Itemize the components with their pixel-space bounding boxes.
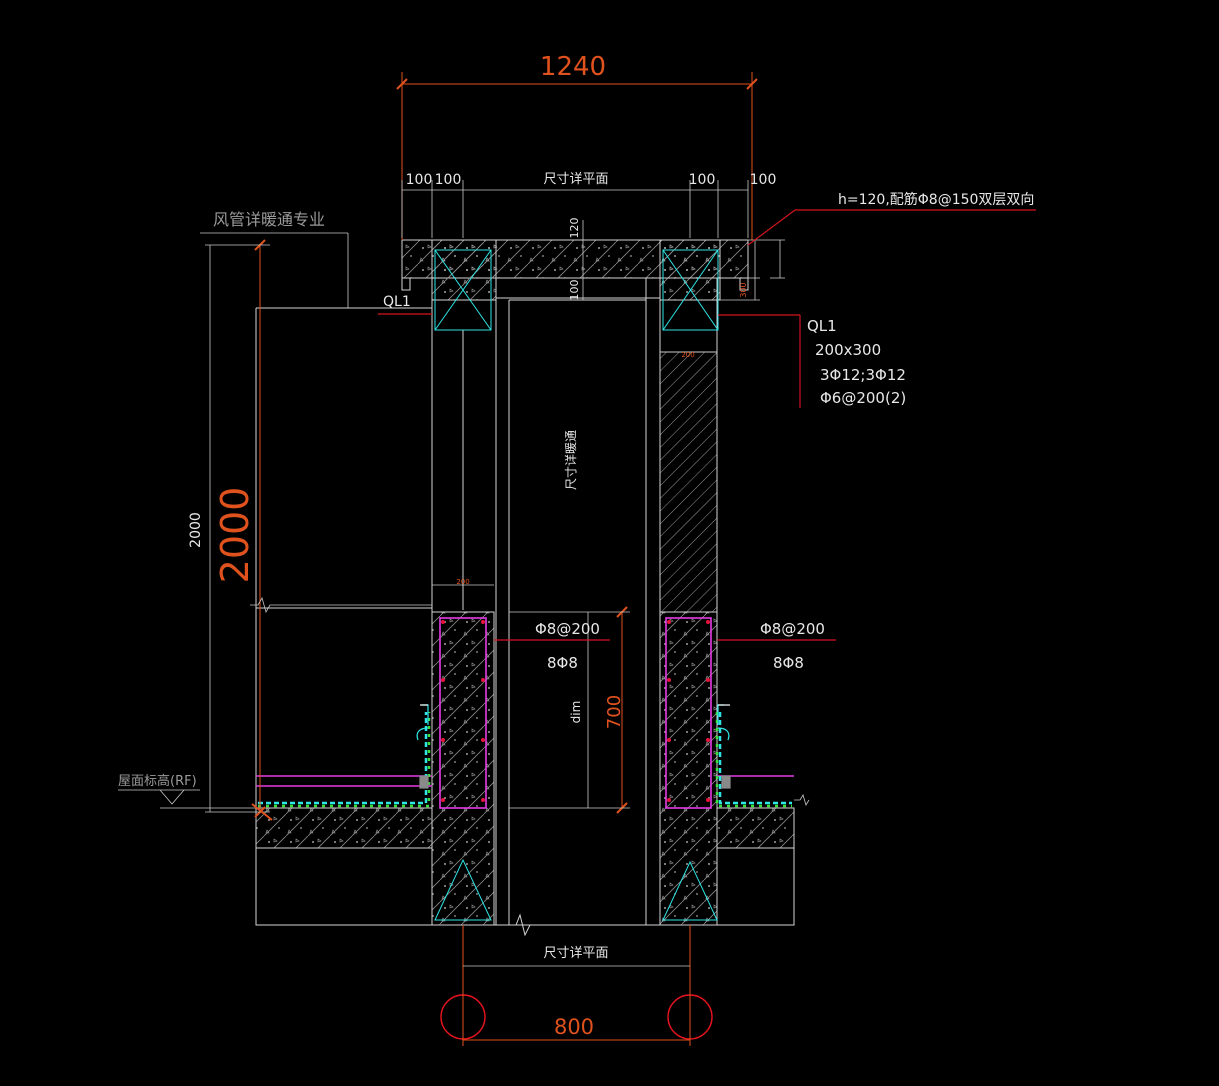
- ql1-left-label: QL1: [383, 294, 411, 310]
- dim-beam-depth: 100: [568, 280, 581, 301]
- dim-left-small: 2000: [188, 512, 204, 548]
- beam-cross-symbols: [434, 249, 719, 921]
- structure-outlines: [255, 239, 795, 937]
- thin-dimension-lines: [118, 180, 810, 967]
- beam-rebar: 3Φ12;3Φ12: [820, 366, 906, 384]
- waterproofing: [258, 712, 792, 808]
- duct-note-leader: [200, 232, 349, 308]
- roof-slab-left: [255, 807, 433, 849]
- flashing-details: [416, 704, 731, 789]
- rebar-dots: [441, 620, 710, 802]
- dim-top-seg-4: 100: [750, 172, 777, 188]
- dim-bottom-total: 800: [554, 1015, 594, 1039]
- right-bars: 8Φ8: [773, 654, 804, 672]
- right-upstand: [659, 611, 718, 926]
- left-stirrup: Φ8@200: [535, 620, 600, 638]
- roof-slab-right: [716, 807, 795, 849]
- dim-beam-height-right: 300: [739, 282, 748, 297]
- dimension-lines: [254, 72, 758, 1046]
- leader-lines: [251, 209, 1036, 821]
- right-stirrup: Φ8@200: [760, 620, 825, 638]
- beam-stirrup: Φ6@200(2): [820, 389, 906, 407]
- dim-left-large: 2000: [213, 487, 257, 584]
- dim-upstand-label: dim: [569, 701, 583, 724]
- dim-shaft-vertical: 尺寸详暖通: [563, 430, 578, 490]
- dim-upstand: 700: [604, 695, 625, 729]
- slab-note: h=120,配筋Φ8@150双层双向: [838, 191, 1034, 208]
- duct-note: 风管详暖通专业: [213, 210, 325, 229]
- left-bars: 8Φ8: [547, 654, 578, 672]
- dim-wall-width-left: 200: [456, 578, 469, 586]
- dim-top-seg-3: 100: [689, 172, 716, 188]
- dim-bottom-middle: 尺寸详平面: [543, 946, 608, 961]
- dim-slab-thickness: 120: [568, 218, 581, 239]
- dim-top-total: 1240: [540, 52, 606, 82]
- dim-top-middle: 尺寸详平面: [543, 172, 608, 187]
- texts: 1240 2000 700 800 100 100 尺寸详平面 100 100 …: [118, 52, 1034, 1039]
- dim-beam-width-right: 200: [681, 351, 694, 359]
- right-wall-upper: [659, 351, 718, 613]
- roof-level-label: 屋面标高(RF): [118, 773, 197, 789]
- dim-top-seg-1: 100: [406, 172, 433, 188]
- beam-size: 200x300: [815, 341, 881, 359]
- dim-top-seg-2: 100: [435, 172, 462, 188]
- beam-tag: QL1: [807, 317, 837, 335]
- left-upstand: [431, 611, 495, 926]
